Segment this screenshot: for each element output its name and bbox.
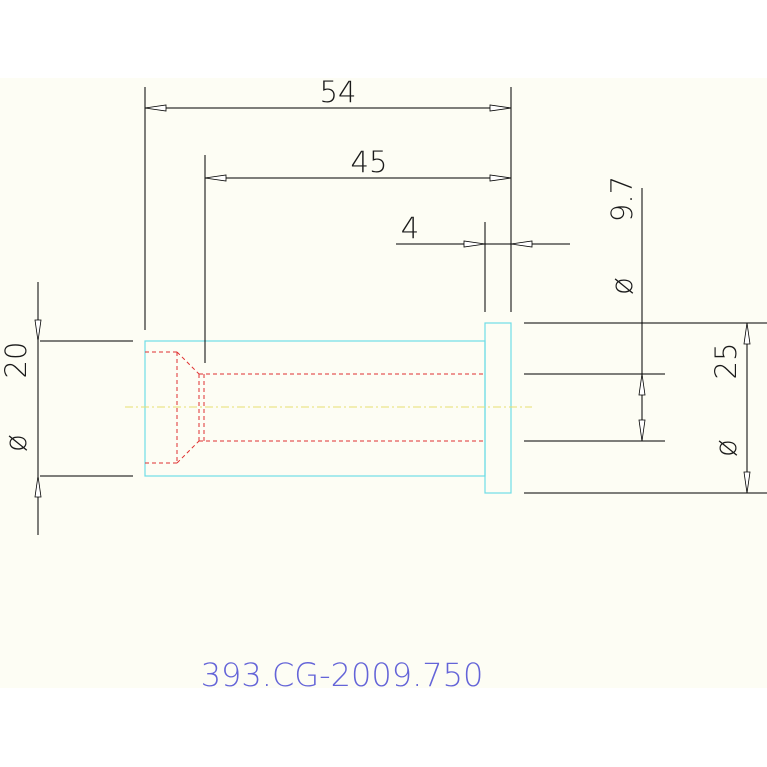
dim-9-7-symbol: ø xyxy=(605,277,639,295)
dimension-overall-length: 54 xyxy=(144,75,512,330)
dimension-bore-diameter: ø 9.7 xyxy=(524,176,665,442)
dim-25-symbol: ø xyxy=(709,439,743,457)
part-number: 393.CG-2009.750 xyxy=(201,656,484,694)
drawing-sheet xyxy=(0,78,767,688)
hidden-bore-lines xyxy=(145,351,485,464)
dim-9-7-label: 9.7 xyxy=(605,176,639,222)
dimension-bore-depth: 45 xyxy=(204,145,512,363)
dimension-flange-diameter: ø 25 xyxy=(524,322,767,494)
part-geometry xyxy=(125,322,532,494)
dimension-shaft-diameter: ø 20 xyxy=(0,282,133,535)
dimension-flange-thickness: 4 xyxy=(396,211,570,312)
dim-25-label: 25 xyxy=(709,343,743,380)
dim-20-label: 20 xyxy=(0,342,33,379)
dim-4-label: 4 xyxy=(401,211,419,245)
dim-54-label: 54 xyxy=(320,75,357,109)
dim-20-symbol: ø xyxy=(0,434,33,452)
flange-outline xyxy=(484,322,512,494)
dim-45-label: 45 xyxy=(351,145,388,179)
